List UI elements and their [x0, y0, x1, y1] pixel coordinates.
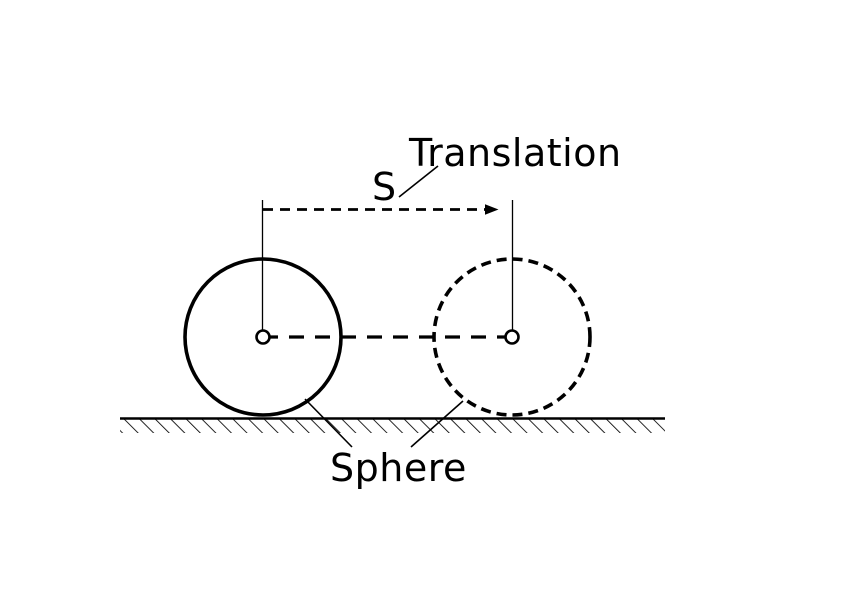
ground-hatch-fill: [120, 419, 665, 433]
leader-line-sphere-translated: [410, 400, 464, 448]
ground-surface: [120, 417, 665, 433]
label-distance-s: S: [372, 165, 397, 209]
leader-line-sphere-start: [304, 398, 353, 448]
label-sphere: Sphere: [330, 446, 467, 490]
label-translation: Translation: [408, 131, 622, 175]
leader-line-translation: [398, 165, 439, 198]
sphere-start-hub-icon: [255, 329, 271, 345]
sphere-translated-hub-icon: [504, 329, 520, 345]
